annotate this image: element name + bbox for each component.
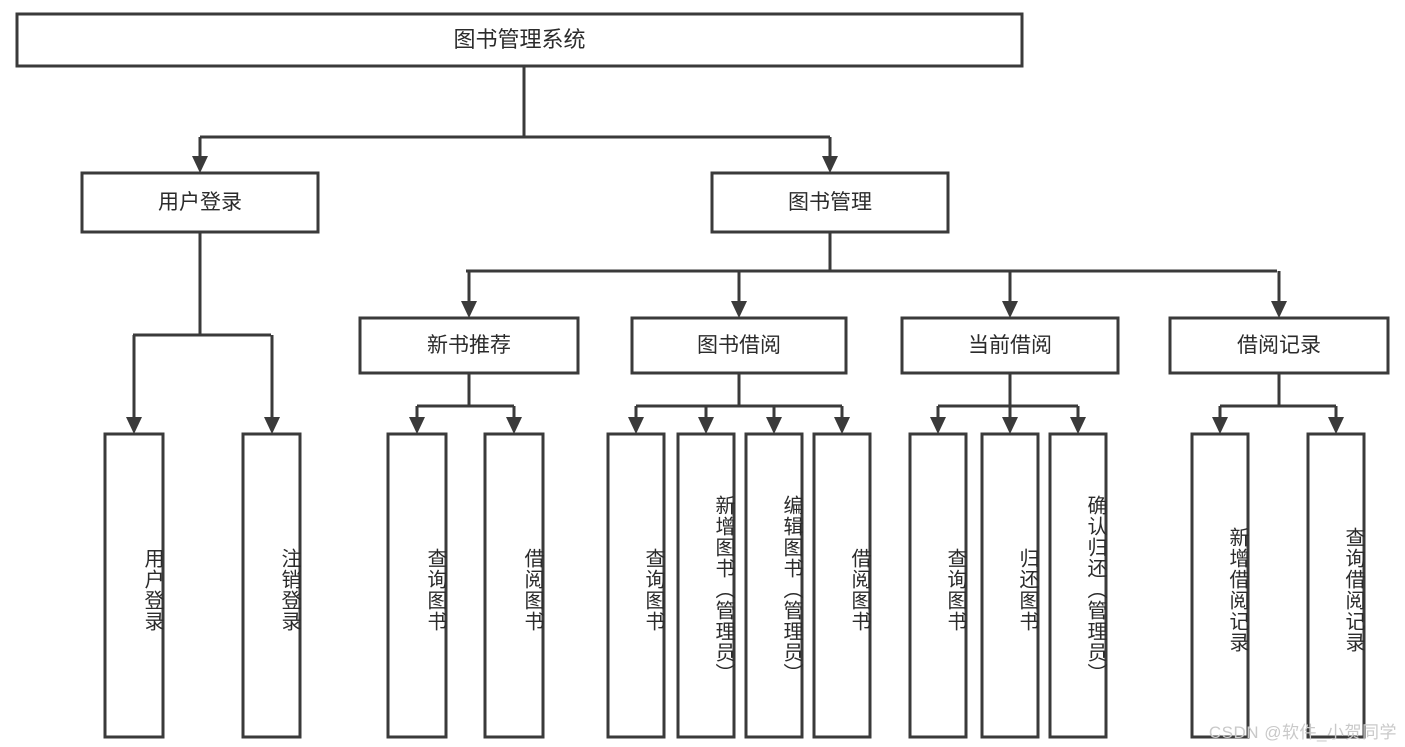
node-leaf-user-login[interactable] [103, 432, 165, 739]
node-book-manage[interactable] [710, 171, 950, 234]
node-label: 新书推荐 [427, 334, 511, 357]
arrow-head [126, 417, 142, 434]
node-rect[interactable] [908, 432, 968, 739]
node-leaf-borrow-book-2[interactable] [812, 432, 872, 739]
node-rect[interactable] [103, 432, 165, 739]
arrow-head [192, 156, 208, 173]
node-borrow-record[interactable] [1168, 316, 1390, 375]
arrow-head [1328, 417, 1344, 434]
node-leaf-confirm-return-admin[interactable] [1048, 432, 1108, 739]
node-rect[interactable] [386, 432, 448, 739]
node-rect[interactable] [483, 432, 545, 739]
node-root[interactable] [15, 12, 1024, 68]
arrow-head [264, 417, 280, 434]
arrow-head [506, 417, 522, 434]
arrow-head [1070, 417, 1086, 434]
node-leaf-return-book[interactable] [980, 432, 1040, 739]
node-label: 图书管理 [788, 191, 872, 214]
node-rect[interactable] [900, 316, 1120, 375]
node-rect[interactable] [1168, 316, 1390, 375]
arrow-head [1002, 417, 1018, 434]
node-rect[interactable] [676, 432, 736, 739]
node-rect[interactable] [812, 432, 872, 739]
node-rect[interactable] [80, 171, 320, 234]
arrow-head [698, 417, 714, 434]
node-rect[interactable] [606, 432, 666, 739]
node-rect[interactable] [358, 316, 580, 375]
node-new-book-recommend[interactable] [358, 316, 580, 375]
node-label: 图书管理系统 [453, 27, 585, 52]
node-rect[interactable] [630, 316, 848, 375]
arrow-head [731, 301, 747, 318]
node-leaf-query-borrow-record[interactable] [1306, 432, 1366, 739]
arrow-head [409, 417, 425, 434]
node-leaf-query-book-1[interactable] [386, 432, 448, 739]
node-rect[interactable] [241, 432, 302, 739]
node-rect[interactable] [1048, 432, 1108, 739]
node-leaf-query-book-3[interactable] [908, 432, 968, 739]
node-leaf-borrow-book-1[interactable] [483, 432, 545, 739]
node-leaf-user-logout[interactable] [241, 432, 302, 739]
node-label: 图书借阅 [697, 334, 781, 357]
node-leaf-query-book-2[interactable] [606, 432, 666, 739]
node-rect[interactable] [980, 432, 1040, 739]
node-rect[interactable] [744, 432, 804, 739]
arrow-head [461, 301, 477, 318]
node-user-login[interactable] [80, 171, 320, 234]
node-leaf-add-book-admin[interactable] [676, 432, 736, 739]
node-current-borrow[interactable] [900, 316, 1120, 375]
arrow-head [930, 417, 946, 434]
node-label: 当前借阅 [968, 334, 1052, 357]
node-rect[interactable] [710, 171, 950, 234]
arrow-head [1271, 301, 1287, 318]
node-leaf-edit-book-admin[interactable] [744, 432, 804, 739]
arrow-head [628, 417, 644, 434]
node-rect[interactable] [1306, 432, 1366, 739]
arrow-head [1002, 301, 1018, 318]
arrow-head [766, 417, 782, 434]
csdn-watermark: CSDN @软件_小贺同学 [1208, 723, 1397, 742]
arrow-head [822, 156, 838, 173]
node-label: 借阅记录 [1237, 334, 1321, 357]
node-rect[interactable] [15, 12, 1024, 68]
node-label: 用户登录 [158, 191, 242, 214]
connector-layer [126, 66, 1344, 434]
arrow-head [1212, 417, 1228, 434]
node-book-borrow[interactable] [630, 316, 848, 375]
node-rect[interactable] [1190, 432, 1250, 739]
arrow-head [834, 417, 850, 434]
node-leaf-add-borrow-record[interactable] [1190, 432, 1250, 739]
